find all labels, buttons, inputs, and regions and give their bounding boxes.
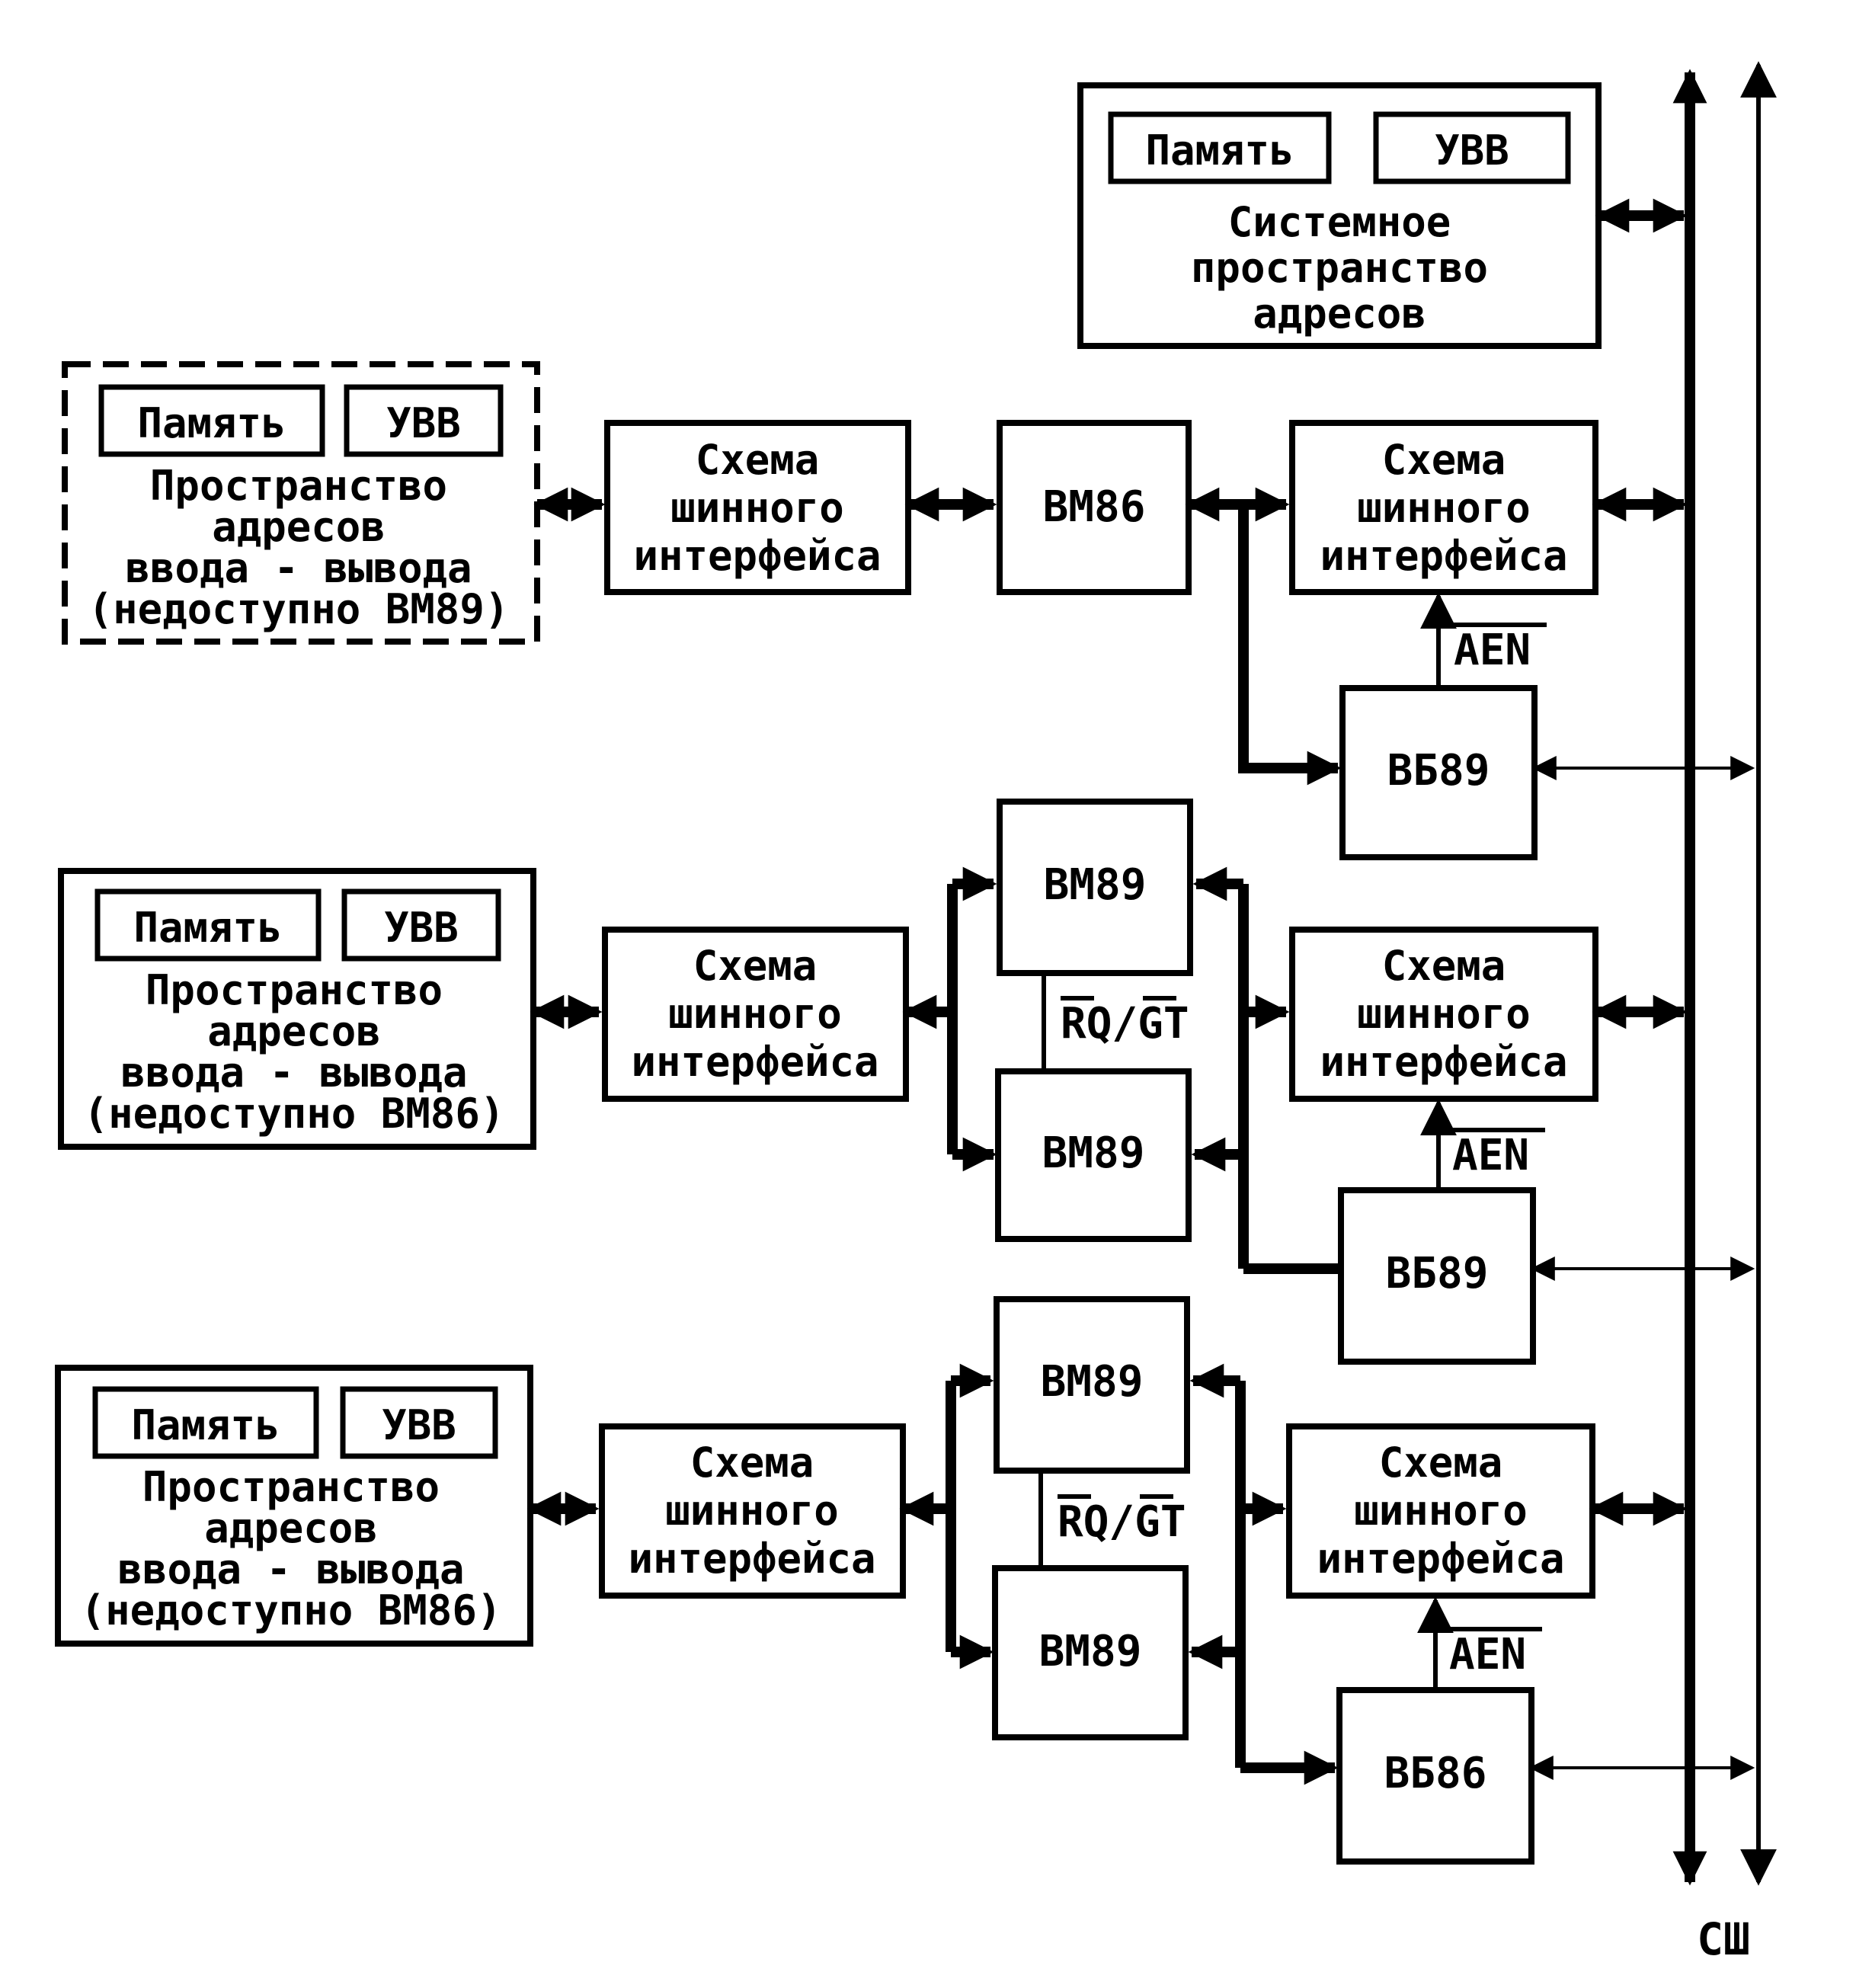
row-3: Память УВВ Пространство адресов ввода - … xyxy=(55,1296,1755,1865)
row3-memory-label: Память xyxy=(131,1401,280,1449)
system-address-space: Память УВВ Системное пространство адресо… xyxy=(1077,82,1688,349)
row1-io-box xyxy=(344,384,504,457)
row3-left-bus-line2: шинного xyxy=(665,1487,839,1535)
row3-right-bus-line3: интерфейса xyxy=(1317,1535,1564,1583)
row1-io-label: УВВ xyxy=(386,399,461,447)
row1-left-bus-line3: интерфейса xyxy=(633,532,881,580)
row1-aen-label: AEN xyxy=(1454,626,1531,675)
system-bus: СШ xyxy=(1672,61,1777,1965)
row1-right-bus-interface-box xyxy=(1289,420,1598,595)
row1-memory-label: Память xyxy=(137,399,286,447)
row3-arbiter-box xyxy=(1336,1687,1534,1865)
row3-space-line3: ввода - вывода xyxy=(117,1545,464,1593)
row2-right-bus-line1: Схема xyxy=(1382,942,1506,990)
row2-space-line3: ввода - вывода xyxy=(120,1048,467,1096)
row3-io-box xyxy=(340,1386,498,1459)
row2-left-bus-interface-box xyxy=(602,927,909,1102)
row1-processor-label: ВМ86 xyxy=(1043,482,1146,532)
system-space-line1: Системное xyxy=(1228,198,1451,246)
row3-rqgt-label: RQ/GT xyxy=(1058,1497,1186,1547)
row1-left-bus-line2: шинного xyxy=(670,484,844,532)
row2-space-line4: (недоступно ВМ86) xyxy=(84,1090,505,1138)
row2-memory-box xyxy=(94,888,322,962)
row2-bottom-processor-box xyxy=(995,1068,1192,1242)
system-space-line2: пространство xyxy=(1191,244,1488,292)
row1-memory-box xyxy=(98,384,325,457)
bus-label: СШ xyxy=(1697,1913,1750,1965)
row3-right-bus-interface-box xyxy=(1286,1423,1595,1599)
system-io-label: УВВ xyxy=(1435,126,1509,174)
row2-io-label: УВВ xyxy=(384,904,459,952)
row3-top-processor-box xyxy=(994,1296,1190,1474)
row2-left-bus-line1: Схема xyxy=(693,942,818,990)
row3-right-bus-line2: шинного xyxy=(1354,1487,1528,1535)
row2-bottom-processor-label: ВМ89 xyxy=(1042,1128,1145,1178)
row3-right-bus-line1: Схема xyxy=(1379,1439,1503,1487)
row2-right-bus-line3: интерфейса xyxy=(1320,1038,1567,1086)
row1-cpu-to-arbiter-line xyxy=(1238,504,1338,773)
row3-left-bus-interface-box xyxy=(599,1423,906,1599)
row2-left-bus-line3: интерфейса xyxy=(631,1038,878,1086)
row3-left-bus-line1: Схема xyxy=(690,1439,814,1487)
row3-aen-label: AEN xyxy=(1449,1630,1526,1679)
system-memory-label: Память xyxy=(1145,126,1294,174)
row2-space-line1: Пространство xyxy=(146,966,443,1014)
row-2: Память УВВ Пространство адресов ввода - … xyxy=(58,799,1755,1365)
row1-left-bus-line1: Схема xyxy=(696,436,820,484)
row2-arbiter-box xyxy=(1338,1187,1536,1365)
system-io-box xyxy=(1373,111,1571,184)
row1-left-bus-interface-box xyxy=(604,420,911,595)
row3-arbiter-label: ВБ86 xyxy=(1384,1749,1487,1798)
row2-rqgt-label: RQ/GT xyxy=(1061,999,1189,1048)
row2-space-line2: адресов xyxy=(207,1007,381,1055)
row3-space-line1: Пространство xyxy=(142,1463,440,1511)
row3-space-line4: (недоступно ВМ86) xyxy=(81,1586,502,1634)
row2-right-bus-line2: шинного xyxy=(1357,990,1531,1038)
row3-top-processor-label: ВМ89 xyxy=(1041,1357,1144,1407)
row-1: Память УВВ Пространство адресов ввода - … xyxy=(62,361,1755,860)
row2-left-bus-line2: шинного xyxy=(668,990,842,1038)
row3-memory-box xyxy=(92,1386,319,1459)
row1-right-bus-line2: шинного xyxy=(1357,484,1531,532)
row1-processor-box xyxy=(997,420,1192,595)
row3-bottom-processor-label: ВМ89 xyxy=(1039,1627,1142,1676)
row1-right-bus-line3: интерфейса xyxy=(1320,532,1567,580)
row3-left-bus-line3: интерфейса xyxy=(628,1535,875,1583)
row2-right-bus-interface-box xyxy=(1289,927,1598,1102)
row1-space-line4: (недоступно ВМ89) xyxy=(88,585,510,633)
row1-space-line1: Пространство xyxy=(150,462,447,510)
system-memory-box xyxy=(1108,111,1332,184)
row2-top-processor-label: ВМ89 xyxy=(1044,860,1147,910)
row1-space-line3: ввода - вывода xyxy=(125,544,472,592)
row3-space-line2: адресов xyxy=(204,1504,378,1552)
row3-bottom-processor-box xyxy=(992,1565,1189,1740)
row2-top-processor-box xyxy=(997,799,1193,976)
row1-space-line2: адресов xyxy=(212,503,386,551)
row1-arbiter-label: ВБ89 xyxy=(1387,746,1490,796)
row2-io-box xyxy=(341,888,501,962)
row1-right-bus-line1: Схема xyxy=(1382,436,1506,484)
row3-io-label: УВВ xyxy=(382,1401,456,1449)
row2-arbiter-label: ВБ89 xyxy=(1386,1249,1489,1298)
system-space-line3: адресов xyxy=(1253,290,1426,338)
row2-aen-label: AEN xyxy=(1452,1131,1529,1180)
row2-memory-label: Память xyxy=(133,904,282,952)
